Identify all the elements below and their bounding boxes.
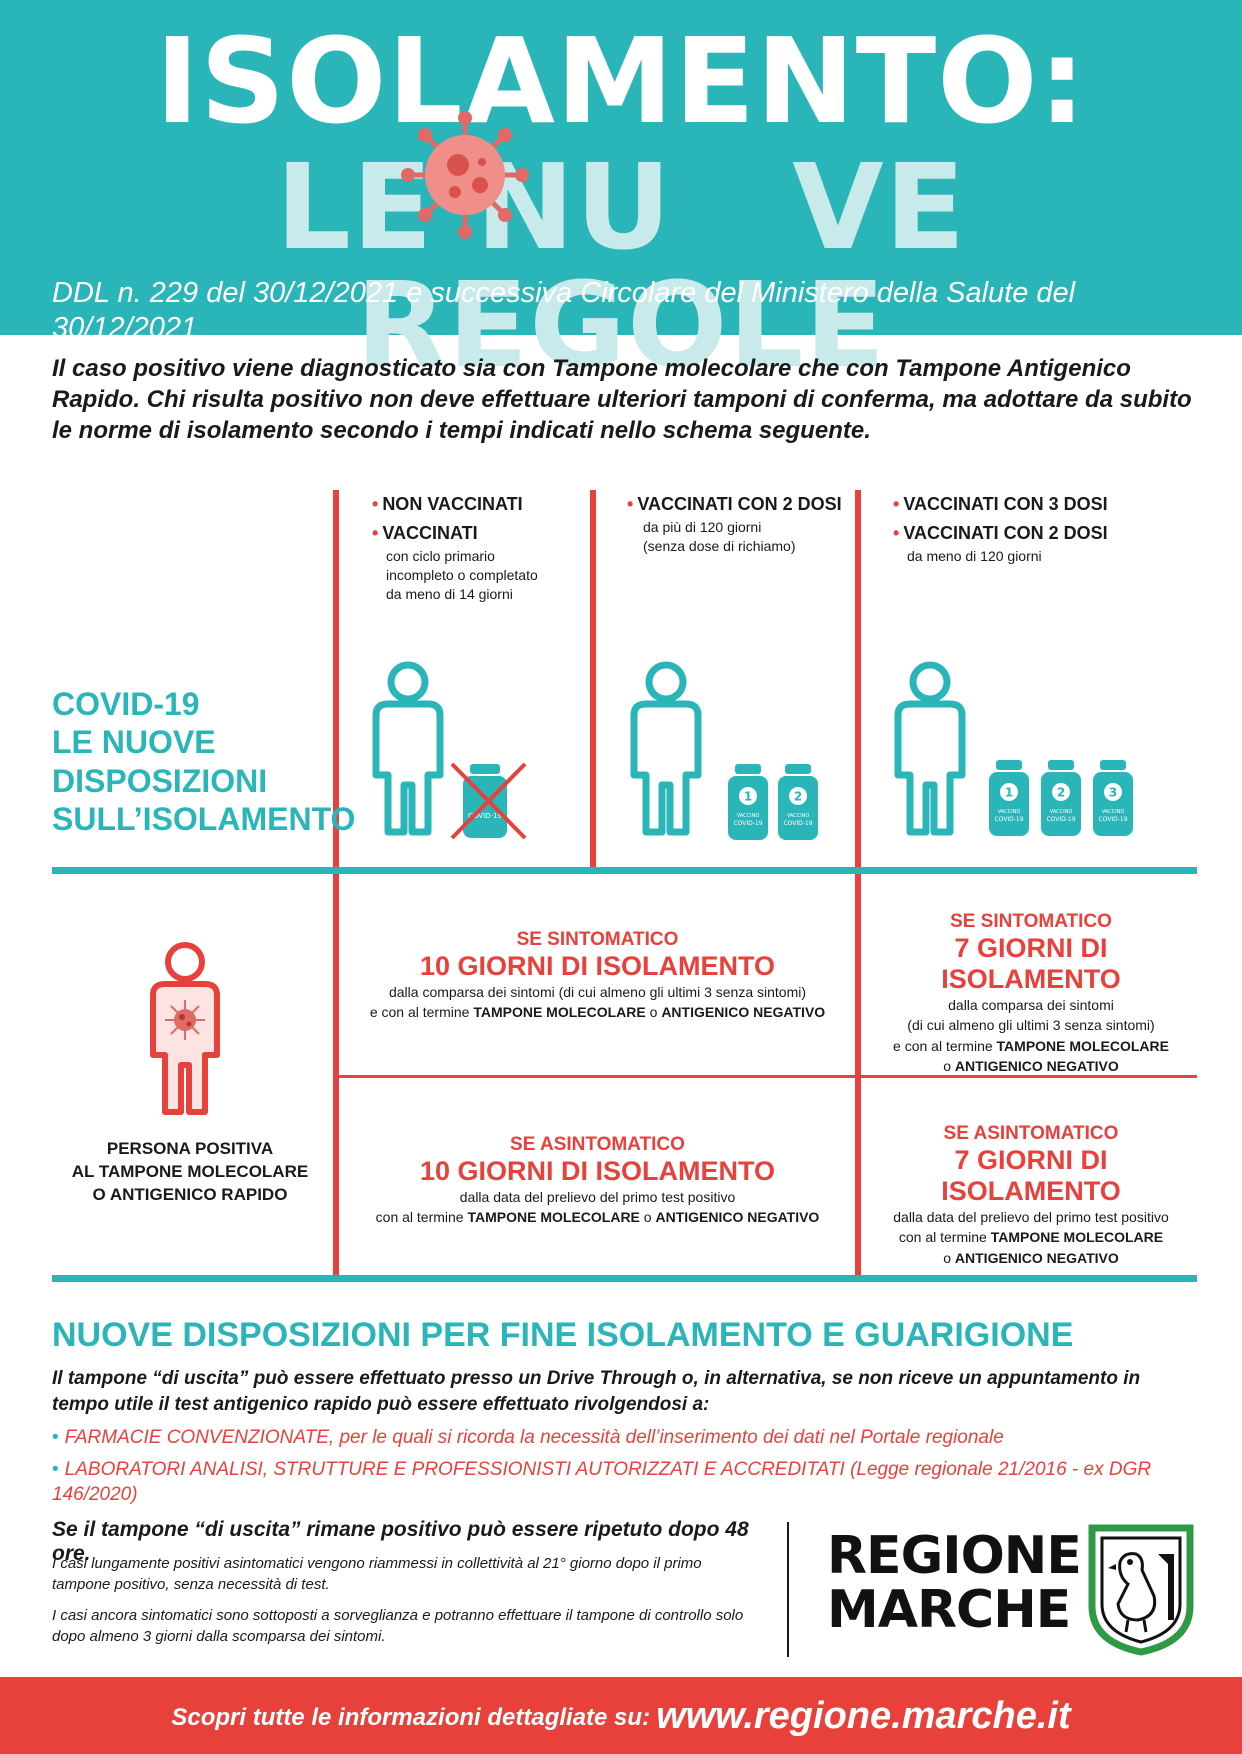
logo-text-regione: REGIONE — [827, 1526, 1082, 1586]
isolation-asymptomatic-10: SE ASINTOMATICO 10 GIORNI DI ISOLAMENTO … — [375, 1134, 820, 1226]
positive-person-icon — [150, 942, 220, 1115]
footer-banner: Scopri tutte le informazioni dettagliate… — [0, 1677, 1242, 1754]
vial-label: COVID-19 — [783, 820, 812, 827]
vial-label: VACCINO — [998, 809, 1021, 815]
person-icon — [894, 661, 966, 836]
category-2-dosi-meno-120-note: da meno di 120 giorni — [907, 548, 1042, 564]
intro-text: Il caso positivo viene diagnosticato sia… — [52, 355, 1192, 445]
isolation-symptomatic-10: SE SINTOMATICO 10 GIORNI DI ISOLAMENTO d… — [369, 929, 826, 1021]
category-3-dosi: •VACCINATI CON 3 DOSI — [893, 494, 1108, 514]
category-2-dosi-oltre-120: •VACCINATI CON 2 DOSI — [627, 494, 842, 514]
vial-label: COVID-19 — [1098, 816, 1127, 823]
positive-person-label: PERSONA POSITIVA AL TAMPONE MOLECOLARE O… — [71, 1139, 309, 1204]
category-non-vaccinati: •NON VACCINATI — [372, 494, 523, 514]
logo-text-marche: MARCHE — [827, 1580, 1071, 1640]
person-icon — [630, 661, 702, 836]
subtitle: DDL n. 229 del 30/12/2021 e successiva C… — [52, 277, 1076, 344]
title-line-1: ISOLAMENTO: — [155, 12, 1087, 150]
vial-number: 2 — [1057, 786, 1065, 800]
title-line-2: LE NU VE REGOLE — [275, 138, 967, 394]
vial-icon-dose-1: 1 VACCINO COVID-19 — [728, 764, 768, 840]
vial-label: VACCINO — [787, 813, 810, 819]
vial-number: 1 — [1005, 786, 1013, 800]
bullet-laboratori: •LABORATORI ANALISI, STRUTTURE E PROFESS… — [52, 1459, 1152, 1505]
divider — [787, 1522, 789, 1657]
vial-label: VACCINO — [1050, 809, 1073, 815]
vial-number: 1 — [744, 790, 752, 804]
grid-line — [52, 867, 1197, 874]
isolation-symptomatic-7: SE SINTOMATICO 7 GIORNI DI ISOLAMENTO da… — [893, 911, 1169, 1074]
vial-label: COVID-19 — [994, 816, 1023, 823]
grid-line — [590, 490, 596, 870]
header-banner: ISOLAMENTO: LE NU VE REGOLE DDL n. 229 d… — [0, 0, 1242, 384]
vial-label: COVID-19 — [468, 812, 502, 820]
grid-line — [52, 1275, 1197, 1282]
category-vaccinati-note: con ciclo primario incompleto o completa… — [386, 548, 538, 602]
vial-number: 3 — [1109, 786, 1117, 800]
vial-icon-dose-3: 3 VACCINO COVID-19 — [1093, 760, 1133, 836]
virus-icon — [401, 111, 529, 239]
vial-icon-dose-2: 2 VACCINO COVID-19 — [778, 764, 818, 840]
vial-label: COVID-19 — [1046, 816, 1075, 823]
person-icon — [372, 661, 444, 836]
vial-crossed-icon: COVID-19 — [450, 762, 527, 840]
grid-line — [855, 490, 861, 1275]
category-2-dosi-note: da più di 120 giorni (senza dose di rich… — [643, 519, 796, 554]
grid-line — [333, 490, 339, 1275]
vial-icon-dose-2: 2 VACCINO COVID-19 — [1041, 760, 1081, 836]
vial-label: COVID-19 — [733, 820, 762, 827]
covid-heading: COVID-19 LE NUOVE DISPOSIZIONI SULL’ISOL… — [52, 686, 356, 838]
vial-icon-dose-1: 1 VACCINO COVID-19 — [989, 760, 1029, 836]
vial-label: VACCINO — [737, 813, 760, 819]
note-asymptomatic: I casi lungamente positivi asintomatici … — [52, 1555, 702, 1593]
bullet-farmacie: •FARMACIE CONVENZIONATE, per le quali si… — [52, 1427, 1004, 1448]
footer-url-link[interactable]: www.regione.marche.it — [656, 1695, 1071, 1737]
grid-line — [339, 1075, 1197, 1078]
footer-text: Scopri tutte le informazioni dettagliate… — [171, 1695, 1071, 1737]
category-vaccinati: •VACCINATI — [372, 523, 478, 543]
fine-isolation-text: Il tampone “di uscita” può essere effett… — [52, 1368, 1141, 1415]
vial-number: 2 — [794, 790, 802, 804]
regione-marche-shield-logo — [1088, 1524, 1194, 1656]
category-2-dosi-meno-120: •VACCINATI CON 2 DOSI — [893, 523, 1108, 543]
note-symptomatic: I casi ancora sintomatici sono sottopost… — [52, 1607, 744, 1645]
vial-label: VACCINO — [1102, 809, 1125, 815]
isolation-asymptomatic-7: SE ASINTOMATICO 7 GIORNI DI ISOLAMENTO d… — [893, 1123, 1169, 1266]
fine-isolation-heading: NUOVE DISPOSIZIONI PER FINE ISOLAMENTO E… — [52, 1316, 1074, 1354]
tampone-uscita-note: Se il tampone “di uscita” rimane positiv… — [52, 1518, 749, 1565]
